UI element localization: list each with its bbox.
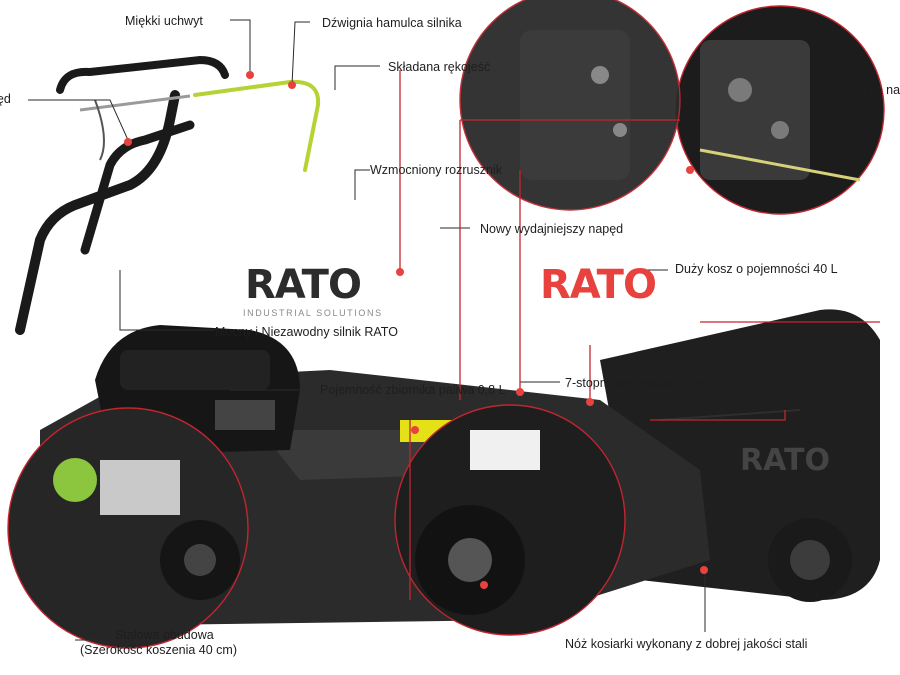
callout-dots xyxy=(124,71,708,589)
height-adjust-closeup-icon xyxy=(394,404,626,636)
label-drive-lever: Dźwignia napędu xyxy=(832,83,900,97)
rato-logo-main: RATO xyxy=(245,262,362,308)
drive-closeup-icon xyxy=(459,0,681,211)
label-fuel-tank: Pojemność zbiornika paliwa 0,8 L xyxy=(320,383,506,397)
label-new-drive: Nowy wydajniejszy napęd xyxy=(480,222,624,236)
accent-callout-lines xyxy=(399,70,880,600)
label-soft-grip: Miękki uchwyt xyxy=(125,14,203,28)
label-steel-body: Stalowa obudowa xyxy=(115,628,214,642)
logo-tagline: INDUSTRIAL SOLUTIONS xyxy=(243,308,383,318)
logo-text: RATO xyxy=(245,262,362,308)
label-folding-handle: Składana rękojeść xyxy=(388,60,491,74)
label-reinforced-starter: Wzmocniony rozrusznik xyxy=(370,163,502,177)
logo-text-secondary: RATO xyxy=(540,262,657,308)
label-height-adjust: 7-stopniowa regulacja centralna xyxy=(565,376,742,390)
label-blade: Nóż kosiarki wykonany z dobrej jakości s… xyxy=(565,637,808,651)
label-steel-body-width: (Szerokość koszenia 40 cm) xyxy=(80,643,238,657)
label-drive: Napęd xyxy=(0,92,11,106)
handle-icon xyxy=(15,55,321,335)
label-engine: Mocny i Niezawodny silnik RATO xyxy=(215,325,398,339)
engine-closeup-icon xyxy=(675,5,885,215)
wheel-closeup-icon xyxy=(7,407,249,649)
label-engine-brake-lever: Dźwignia hamulca silnika xyxy=(322,16,462,30)
callout-lines xyxy=(28,19,706,641)
label-grass-bag: Duży kosz o pojemności 40 L xyxy=(675,262,838,276)
rato-logo-secondary: RATO xyxy=(540,262,657,308)
label-height-adjust-range: (25-75 mm) xyxy=(610,392,675,406)
svg-text:RATO: RATO xyxy=(740,443,830,478)
